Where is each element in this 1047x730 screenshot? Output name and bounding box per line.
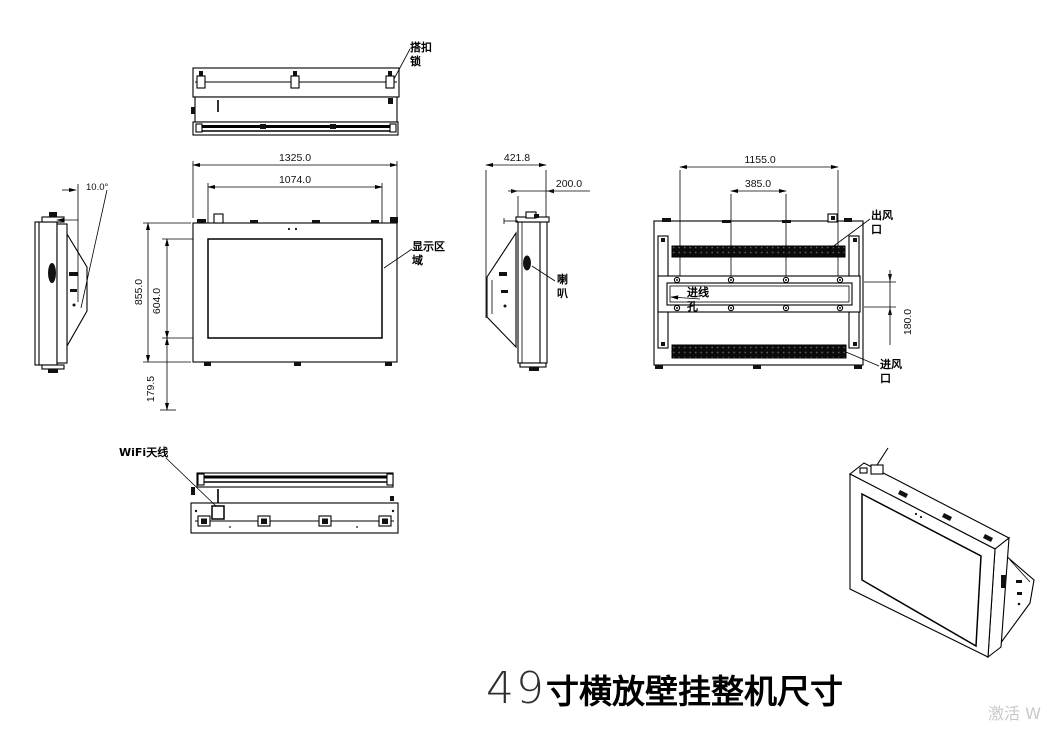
lock-detail [213, 213, 224, 224]
label-line: 叭 [557, 287, 568, 300]
dim-total-depth: 421.8 [503, 152, 531, 164]
isometric-view [848, 447, 1035, 659]
dim-body-depth: 200.0 [555, 178, 583, 190]
back-view [653, 164, 896, 369]
display-area-leader [383, 248, 413, 269]
label-line: 域 [412, 254, 423, 267]
front-view [143, 161, 413, 411]
buckle-lock-clip [196, 71, 206, 89]
dim-bottom-offset: 179.5 [145, 375, 157, 403]
speaker-leader [531, 265, 556, 282]
side-view-left [34, 184, 108, 373]
mount-screws [673, 276, 844, 312]
dim-overall-height: 855.0 [133, 278, 145, 306]
buckle-lock-clip [290, 71, 300, 89]
wifi-antenna-leader [165, 457, 217, 507]
air-outlet-leader [826, 218, 871, 252]
speaker-label: 喇 叭 [557, 273, 568, 301]
screen [861, 492, 982, 648]
label-line: 显示区 [412, 240, 445, 253]
back-view-dimensions [679, 164, 896, 345]
dim-mount-plate-height: 180.0 [902, 308, 914, 336]
label-line: 出风 [871, 209, 893, 222]
tilt-angle-label: 10.0° [86, 182, 109, 193]
dim-overall-width: 1325.0 [278, 152, 312, 164]
label-line: 锁 [410, 55, 421, 68]
top-view [191, 48, 411, 136]
side-view-right [485, 162, 590, 371]
dim-mount-width-inner: 385.0 [744, 178, 772, 190]
cable-entry-slot [666, 282, 853, 306]
title-text: 寸横放壁挂整机尺寸 [546, 672, 843, 711]
label-line: 口 [871, 223, 882, 236]
title-size-number: 49 [486, 663, 546, 714]
display-area-label: 显示区 域 [412, 240, 445, 268]
speaker-hole [48, 263, 56, 283]
air-outlet-label: 出风 口 [871, 209, 893, 237]
tilt-angle-annotation [56, 184, 108, 309]
dim-display-height: 604.0 [151, 287, 163, 315]
display-area-rect [207, 238, 383, 339]
activate-watermark: 激活 W [988, 704, 1041, 723]
label-line: 孔 [687, 300, 698, 313]
side-view-dimensions [485, 162, 590, 318]
air-inlet-leader [845, 351, 880, 367]
label-line: 喇 [557, 273, 568, 286]
label-line: 搭扣 [410, 41, 432, 54]
cable-entry-label: 进线 孔 [687, 286, 709, 314]
air-inlet-label: 进风 口 [880, 358, 902, 386]
cable-entry-leader [670, 295, 701, 300]
wifi-antenna-label: WiFi天线 [119, 446, 169, 459]
air-outlet-vent [671, 245, 846, 258]
dim-display-width: 1074.0 [278, 174, 312, 186]
buckle-lock-clip [385, 71, 395, 89]
dim-mount-width-outer: 1155.0 [744, 154, 776, 166]
air-inlet-vent [671, 344, 847, 359]
wifi-antenna-port [211, 505, 225, 520]
bottom-view [165, 457, 399, 534]
buckle-lock-leader [393, 48, 411, 80]
bottom-brackets [197, 515, 392, 527]
label-line: 进线 [687, 286, 709, 299]
speaker-hole [523, 255, 531, 271]
label-line: 进风 [880, 358, 902, 371]
buckle-lock-label: 搭扣 锁 [410, 41, 432, 69]
antenna-stub [876, 447, 889, 466]
front-view-dimensions [143, 161, 398, 411]
label-line: 口 [880, 372, 891, 385]
